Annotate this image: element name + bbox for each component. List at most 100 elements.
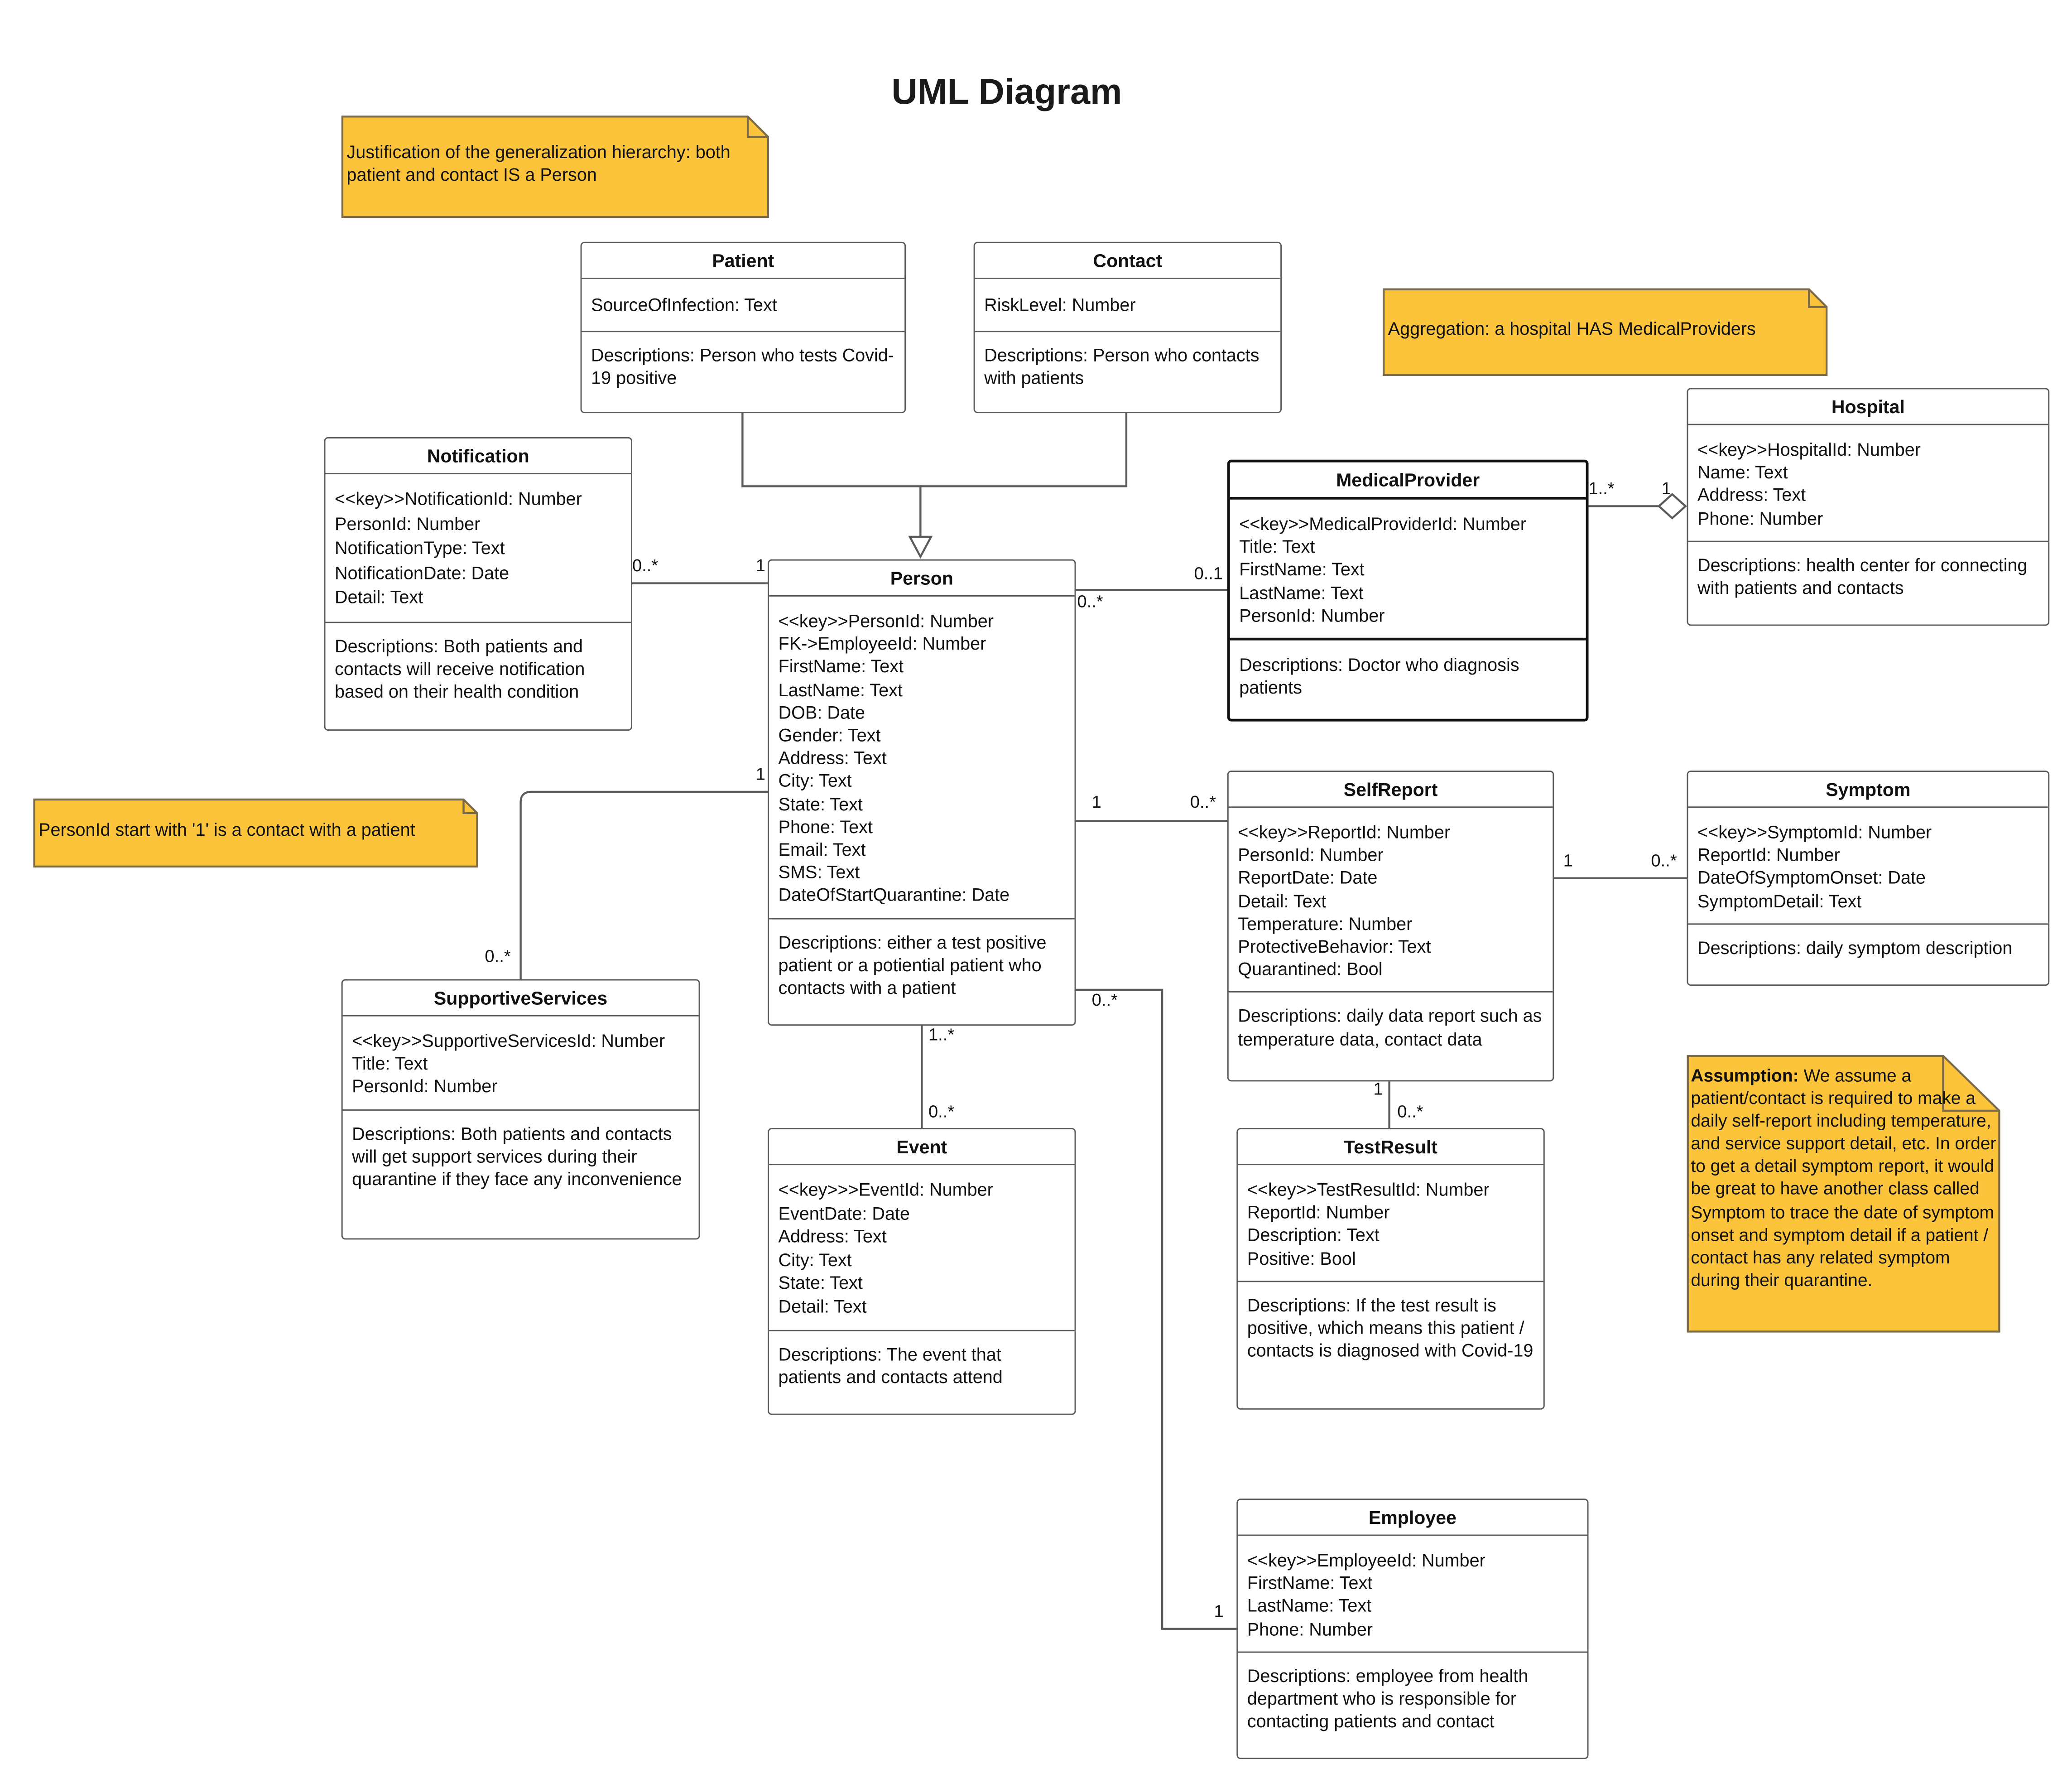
attribute: <<key>>NotificationId: Number [335,489,582,509]
class-description: Descriptions: employee from health depar… [1247,1666,1529,1732]
multiplicity-label: 1 [755,555,765,575]
class-name: SupportiveServices [342,980,699,1017]
attribute: Detail: Text [778,1296,867,1317]
attribute: Detail: Text [1238,891,1327,911]
class-attributes: <<key>>MedicalProviderId: Number Title: … [1230,500,1586,641]
class-self-report[interactable]: SelfReport <<key>>ReportId: Number Perso… [1227,771,1554,1082]
class-name: Person [769,561,1075,597]
multiplicity-label: 0..* [1190,792,1216,812]
note-assumption-body: We assume a patient/contact is required … [1691,1065,1996,1290]
class-patient[interactable]: Patient SourceOfInfection: Text Descript… [580,241,906,414]
attribute: Name: Text [1697,463,1788,483]
note-shape [341,116,769,218]
attribute: FK->EmployeeId: Number [778,634,986,654]
class-name: Employee [1238,1500,1587,1536]
note-generalization: Justification of the generalization hier… [341,116,769,218]
class-description: Descriptions: daily data report such as … [1238,1006,1542,1049]
multiplicity-label: 1 [1563,850,1573,871]
multiplicity-label: 1 [1661,478,1672,498]
attribute: LastName: Text [778,679,903,700]
class-description: Descriptions: Person who contacts with p… [984,346,1260,389]
attribute: State: Text [778,1273,863,1293]
class-name: Contact [975,243,1281,279]
attribute: SourceOfInfection: Text [591,295,777,315]
class-name: MedicalProvider [1230,463,1586,500]
class-hospital[interactable]: Hospital <<key>>HospitalId: Number Name:… [1687,388,2050,626]
association-person-supportiveservices [519,790,768,979]
generalization-line-contact [920,412,1128,487]
note-assumption-heading: Assumption: [1691,1065,1799,1086]
class-attributes: <<key>>HospitalId: Number Name: Text Add… [1688,425,2048,542]
note-shape [33,798,478,868]
attribute: <<key>>ReportId: Number [1238,822,1451,843]
attribute: Gender: Text [778,725,881,746]
class-description: Descriptions: Both patients and contacts… [352,1123,682,1189]
note-person-id: PersonId start with '1' is a contact wit… [33,798,478,868]
multiplicity-label: 1 [755,764,765,784]
class-medical-provider[interactable]: MedicalProvider <<key>>MedicalProviderId… [1227,459,1589,722]
class-notification[interactable]: Notification <<key>>NotificationId: Numb… [324,437,632,731]
note-aggregation-text: Aggregation: a hospital HAS MedicalProvi… [1388,318,1756,339]
generalization-line-patient [741,412,922,537]
attribute: Description: Text [1247,1225,1380,1246]
attribute: ReportId: Number [1697,845,1840,865]
attribute: SMS: Text [778,863,860,883]
attribute: <<key>>HospitalId: Number [1697,439,1921,460]
class-description: Descriptions: Both patients and contacts… [335,636,585,702]
attribute: DateOfSymptomOnset: Date [1697,868,1926,888]
multiplicity-label: 0..* [1091,990,1118,1010]
class-person[interactable]: Person <<key>>PersonId: Number FK->Emplo… [768,559,1076,1026]
class-description: Descriptions: The event that patients an… [778,1344,1003,1387]
class-description: Descriptions: If the test result is posi… [1247,1295,1534,1361]
attribute: DOB: Date [778,702,865,723]
generalization-arrowhead [908,535,933,559]
attribute: DateOfStartQuarantine: Date [778,885,1010,906]
attribute: Temperature: Number [1238,914,1413,934]
attribute: Address: Text [778,1226,887,1247]
class-attributes: <<key>>>EventId: Number EventDate: Date … [769,1165,1075,1331]
class-test-result[interactable]: TestResult <<key>>TestResultId: Number R… [1236,1128,1545,1410]
aggregation-diamond [1657,493,1687,520]
class-description: Descriptions: Person who tests Covid-19 … [591,346,894,389]
class-event[interactable]: Event <<key>>>EventId: Number EventDate:… [768,1128,1076,1415]
attribute: PersonId: Number [1238,845,1384,865]
class-employee[interactable]: Employee <<key>>EmployeeId: Number First… [1236,1499,1589,1759]
attribute: NotificationType: Text [335,538,505,558]
class-name: Event [769,1129,1075,1166]
class-attributes: SourceOfInfection: Text [582,279,905,333]
multiplicity-label: 0..* [1397,1101,1423,1122]
attribute: <<key>>PersonId: Number [778,611,994,631]
attribute: City: Text [778,771,852,791]
multiplicity-label: 0..* [1077,591,1103,612]
attribute: <<key>>SupportiveServicesId: Number [352,1031,665,1051]
class-contact[interactable]: Contact RiskLevel: Number Descriptions: … [973,241,1282,414]
class-attributes: <<key>>NotificationId: Number PersonId: … [325,474,631,623]
attribute: Email: Text [778,839,866,860]
multiplicity-label: 1 [1214,1601,1224,1621]
attribute: ReportId: Number [1247,1202,1390,1223]
attribute: Address: Text [778,748,887,768]
attribute: SymptomDetail: Text [1697,891,1862,911]
class-attributes: <<key>>SupportiveServicesId: Number Titl… [342,1017,699,1110]
attribute: Positive: Bool [1247,1248,1356,1268]
multiplicity-label: 1..* [928,1024,955,1045]
class-supportive-services[interactable]: SupportiveServices <<key>>SupportiveServ… [341,979,700,1240]
multiplicity-label: 0..* [928,1101,955,1122]
association-person-employee [1076,988,1237,1630]
attribute: ReportDate: Date [1238,868,1378,888]
attribute: LastName: Text [1239,583,1364,603]
multiplicity-label: 0..* [632,555,659,575]
attribute: Quarantined: Bool [1238,959,1383,980]
class-symptom[interactable]: Symptom <<key>>SymptomId: Number ReportI… [1687,771,2050,986]
class-name: TestResult [1238,1129,1543,1166]
note-assumption-text: Assumption: We assume a patient/contact … [1687,1055,2000,1291]
note-shape [1687,1055,2000,1333]
note-assumption: Assumption: We assume a patient/contact … [1687,1055,2000,1333]
attribute: Title: Text [352,1054,428,1074]
note-shape [1382,288,1828,376]
attribute: <<key>>EmployeeId: Number [1247,1550,1485,1571]
note-generalization-text: Justification of the generalization hier… [346,142,731,185]
attribute: <<key>>>EventId: Number [778,1180,993,1200]
multiplicity-label: 1 [1373,1079,1383,1099]
